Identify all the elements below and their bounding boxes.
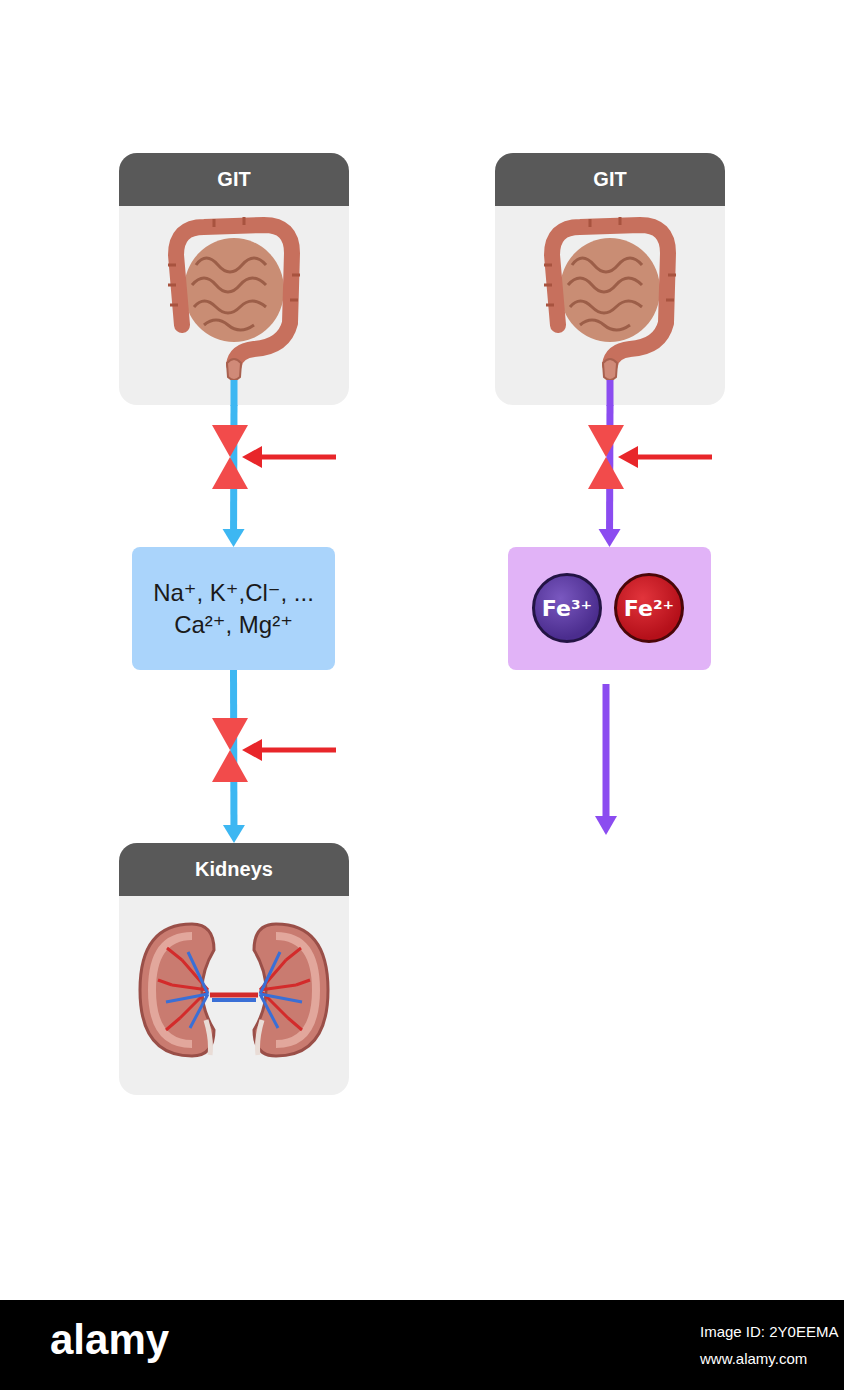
flow-arrow [223,670,245,843]
card-heading: GIT [495,153,725,206]
flow-arrow [599,405,621,547]
flow-line [230,405,237,530]
organ-card: GIT [495,153,725,405]
watermark-url: www.alamy.com [700,1350,807,1367]
arrow-head [223,825,245,843]
ion-circle: Fe²⁺ [614,573,684,643]
card-heading: Kidneys [119,843,349,896]
organ-card: GIT [119,153,349,405]
watermark-logo: alamy [50,1316,169,1364]
flow-arrow [223,405,245,547]
card-heading: GIT [119,153,349,206]
ion-symbol: Fe³⁺ [542,596,592,621]
ion-list: Na⁺, K⁺,Cl⁻, ... Ca²⁺, Mg²⁺ [138,577,329,639]
iron-box: Fe³⁺ Fe²⁺ [508,547,711,670]
flow-line [230,670,237,826]
arrow-head [223,529,245,547]
flow-line [606,405,613,530]
arrow-head [599,529,621,547]
electrolyte-box: Na⁺, K⁺,Cl⁻, ... Ca²⁺, Mg²⁺ [132,547,335,670]
ion-circle: Fe³⁺ [532,573,602,643]
watermark-id: Image ID: 2Y0EEMA [700,1323,838,1340]
ion-symbol: Fe²⁺ [624,596,674,621]
organ-card: Kidneys [119,843,349,1095]
